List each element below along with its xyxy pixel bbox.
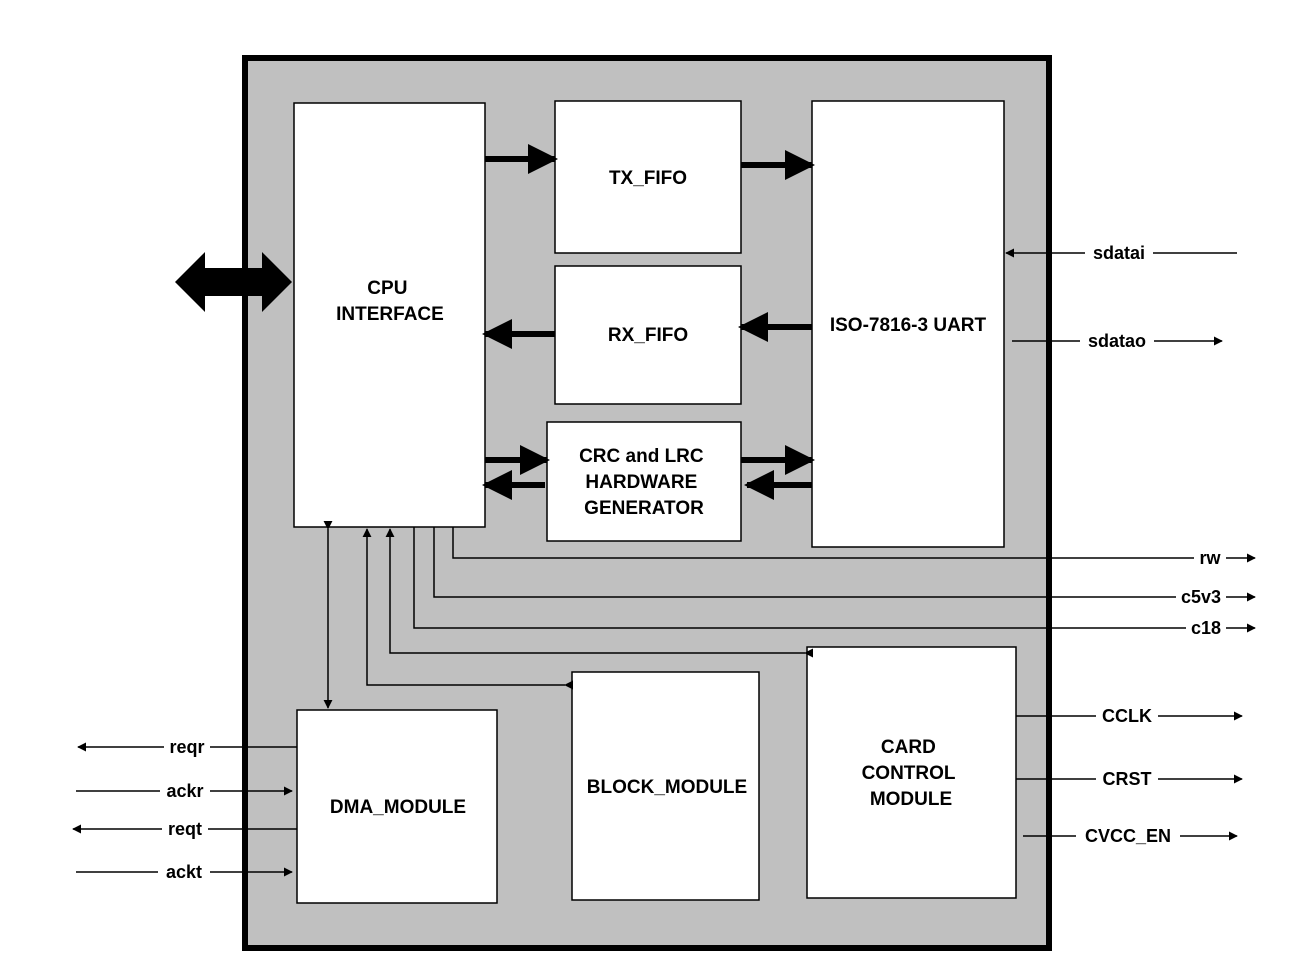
reqr-label: reqr	[169, 737, 204, 757]
cpu-bus-arrow	[175, 252, 292, 312]
block-module-label: BLOCK_MODULE	[587, 777, 747, 798]
sdatao-label: sdatao	[1088, 331, 1146, 351]
cpu-block-module-line	[362, 528, 574, 690]
signal-label-backgrounds	[158, 243, 1226, 882]
dma-module-block	[296, 709, 498, 904]
c18-label: c18	[1191, 618, 1221, 638]
uart-block	[811, 100, 1005, 548]
control-lines	[72, 248, 1256, 877]
cpu-interface-label: CPU INTERFACE	[336, 278, 444, 325]
dma-module-label: DMA_MODULE	[330, 797, 466, 818]
cvcc-en-label: CVCC_EN	[1085, 826, 1171, 846]
rx-fifo-block	[554, 265, 742, 405]
sdatai-label: sdatai	[1093, 243, 1145, 263]
uart-label: ISO-7816-3 UART	[830, 315, 987, 336]
rw-label: rw	[1199, 548, 1221, 568]
card-control-block	[806, 646, 1017, 899]
datapath-arrows	[482, 144, 815, 500]
ackr-label: ackr	[166, 781, 203, 801]
tx-fifo-block	[554, 100, 742, 254]
block-module-block	[571, 671, 760, 901]
cpu-interface-block	[293, 102, 486, 528]
card-control-label: CARD CONTROL MODULE	[862, 737, 961, 810]
c5v3-label: c5v3	[1181, 587, 1221, 607]
cclk-label: CCLK	[1102, 706, 1152, 726]
reqt-label: reqt	[168, 819, 202, 839]
ackt-label: ackt	[166, 862, 202, 882]
crc-lrc-label: CRC and LRC HARDWARE GENERATOR	[579, 446, 709, 519]
crst-label: CRST	[1103, 769, 1152, 789]
tx-fifo-label: TX_FIFO	[609, 168, 687, 189]
crc-lrc-block	[546, 421, 742, 542]
rx-fifo-label: RX_FIFO	[608, 325, 688, 346]
